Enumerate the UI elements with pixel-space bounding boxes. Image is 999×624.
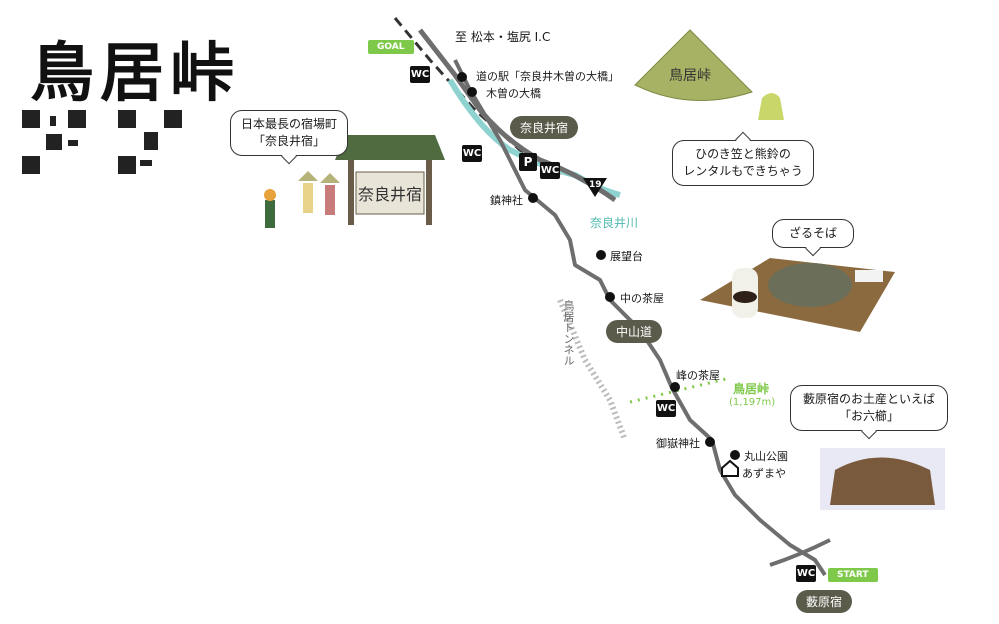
dot-ontake	[705, 437, 715, 447]
dot-michinoeki	[457, 72, 467, 82]
dot-tenboudai	[596, 250, 606, 260]
qr-code-icon	[118, 110, 182, 174]
area-nakasendo: 中山道	[606, 320, 663, 343]
dot-chinjinja	[528, 193, 538, 203]
start-tag: START	[828, 568, 878, 582]
place-kisonoohashi: 木曽の大橋	[486, 87, 541, 100]
route-number: 19	[589, 180, 602, 190]
direction-label: 至 松本・塩尻 I.C	[455, 30, 551, 44]
place-maruyama: 丸山公園	[744, 450, 788, 463]
pass-name: 鳥居峠	[733, 382, 770, 396]
wc-icon: WC	[410, 66, 430, 83]
page-title: 鳥居峠	[30, 36, 240, 111]
place-azumaya: あずまや	[742, 467, 786, 480]
dot-nakanochaya	[605, 292, 615, 302]
souvenir-bubble: 藪原宿のお土産といえば 「お六櫛」	[790, 385, 948, 431]
wc-icon: WC	[540, 162, 560, 179]
svg-text:鳥居峠: 鳥居峠	[669, 68, 711, 84]
area-yabuharajuku: 藪原宿	[796, 590, 853, 613]
pass-elevation: (1,197m)	[729, 397, 776, 408]
parking-icon: P	[519, 153, 537, 171]
zaru-soba-illustration	[700, 258, 895, 332]
place-tenboudai: 展望台	[610, 250, 643, 263]
soba-bubble: ざるそば	[772, 219, 854, 248]
wc-icon: WC	[656, 400, 676, 417]
people-illustration	[264, 171, 340, 228]
hinoki-hat-illustration: 鳥居峠	[634, 29, 784, 120]
river-label: 奈良井川	[590, 216, 639, 230]
bubble-line: 「お六櫛」	[838, 409, 899, 423]
place-chinjinja: 鎮神社	[490, 194, 523, 207]
place-michinoeki: 道の駅「奈良井木曽の大橋」	[476, 70, 619, 83]
azumaya-icon	[721, 459, 739, 477]
bubble-line: 「奈良井宿」	[252, 134, 325, 148]
place-ontakejinja: 御嶽神社	[656, 437, 700, 450]
narai-bubble: 日本最長の宿場町 「奈良井宿」	[230, 110, 348, 156]
rental-bubble: ひのき笠と熊鈴の レンタルもできちゃう	[672, 140, 814, 186]
goal-tag: GOAL	[368, 40, 414, 54]
area-naraijuku: 奈良井宿	[510, 116, 579, 139]
wc-icon: WC	[462, 145, 482, 162]
oroku-comb-illustration	[820, 448, 945, 510]
qr-code-icon	[22, 110, 86, 174]
place-minenochaya: 峰の茶屋	[676, 369, 720, 382]
dot-minenochaya	[670, 382, 680, 392]
wc-icon: WC	[796, 565, 816, 582]
route-shield	[583, 178, 607, 197]
bubble-line: 日本最長の宿場町	[240, 117, 337, 131]
bubble-line: レンタルもできちゃう	[683, 164, 803, 178]
tunnel-label: 鳥居トンネル	[562, 300, 575, 366]
svg-text:奈良井宿: 奈良井宿	[358, 185, 422, 204]
road-bottom	[769, 538, 831, 567]
bubble-line: ひのき笠と熊鈴の	[695, 147, 791, 161]
bubble-line: 藪原宿のお土産といえば	[802, 392, 935, 406]
dot-ohashi	[467, 87, 477, 97]
bubble-line: ざるそば	[788, 226, 837, 240]
narai-gate-illustration: 奈良井宿	[335, 135, 445, 225]
place-nakanochaya: 中の茶屋	[620, 292, 664, 305]
dot-maruyama	[730, 450, 740, 460]
